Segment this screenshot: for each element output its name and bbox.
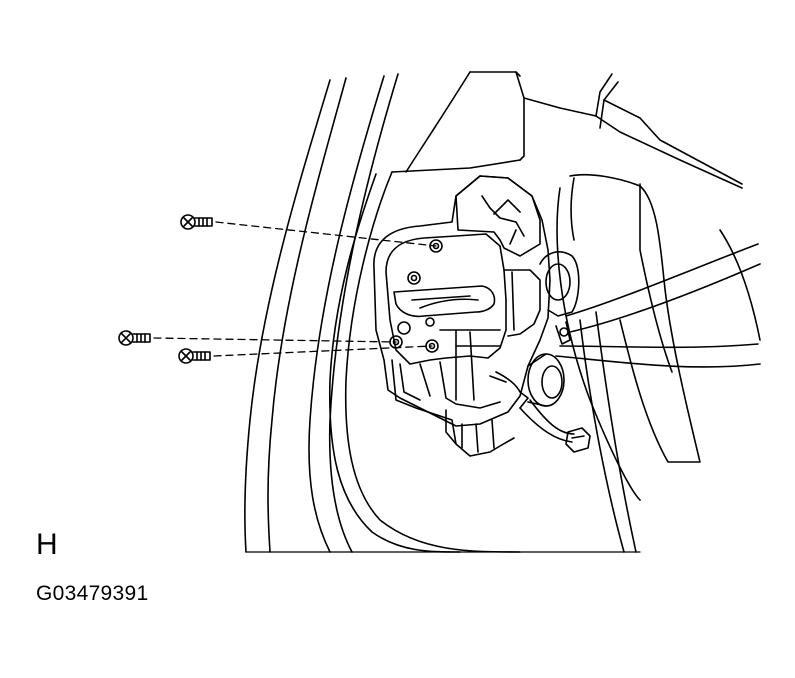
- screw-icon: [178, 348, 211, 364]
- screw-icon: [180, 214, 213, 230]
- alignment-lines: [153, 221, 437, 357]
- view-letter-label: H: [36, 528, 58, 561]
- cable-icon: [519, 243, 761, 443]
- screw-icon: [118, 330, 151, 346]
- figure-code-label: G03479391: [36, 582, 149, 605]
- door-panel-icon: [244, 71, 761, 553]
